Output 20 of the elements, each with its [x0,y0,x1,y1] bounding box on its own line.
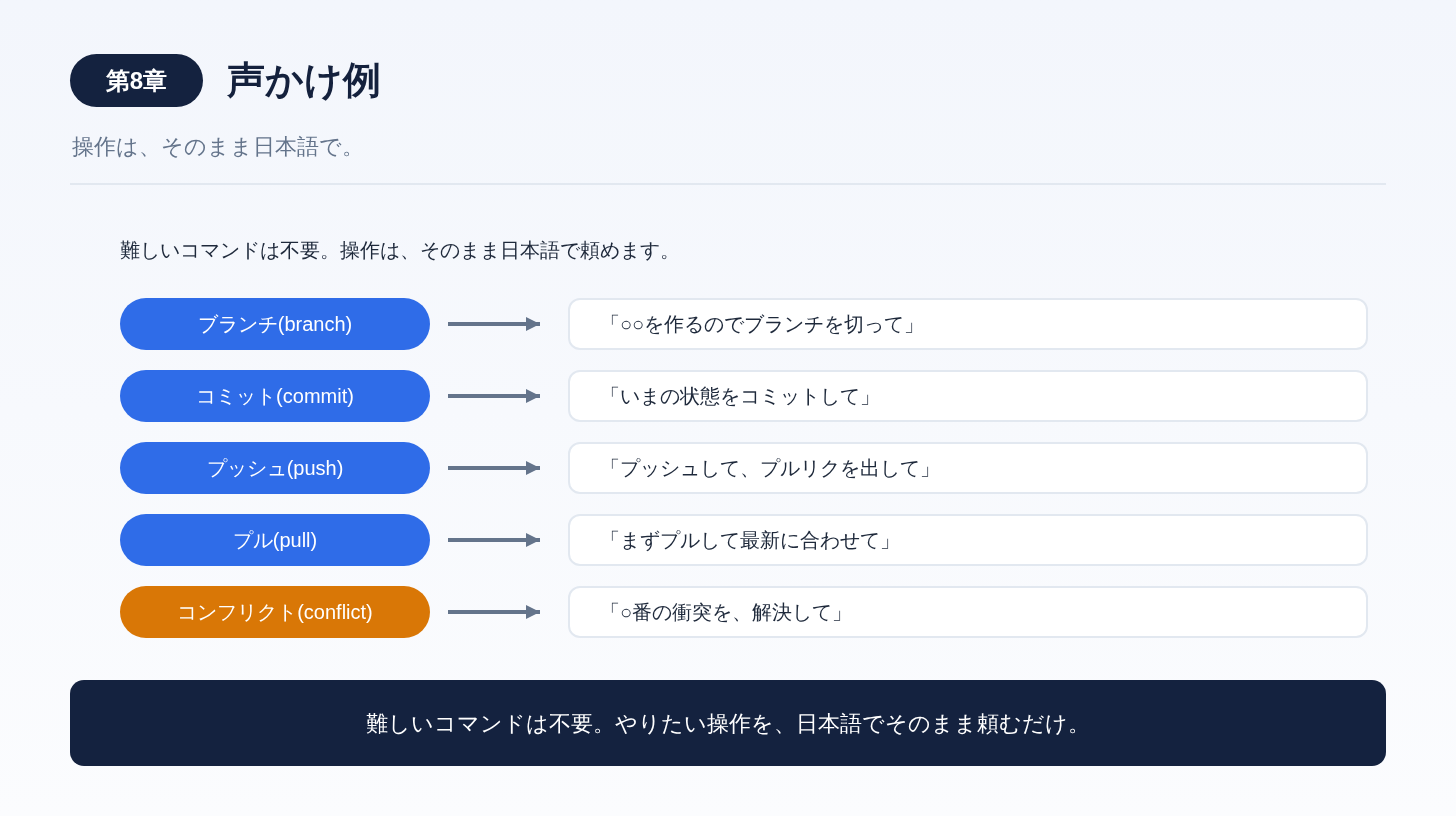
command-pill: プッシュ(push) [120,442,430,494]
arrow [448,461,540,475]
command-pill: コンフリクト(conflict) [120,586,430,638]
phrase-box: 「まずプルして最新に合わせて」 [568,514,1368,566]
arrow [448,605,540,619]
command-pill: コミット(commit) [120,370,430,422]
phrase-box: 「プッシュして、プルリクを出して」 [568,442,1368,494]
phrase-box: 「○番の衝突を、解決して」 [568,586,1368,638]
command-pill: ブランチ(branch) [120,298,430,350]
arrow [448,317,540,331]
phrase-box: 「いまの状態をコミットして」 [568,370,1368,422]
arrow [448,389,540,403]
chapter-badge: 第8章 [70,54,203,107]
command-pill: プル(pull) [120,514,430,566]
intro-text: 難しいコマンドは不要。操作は、そのまま日本語で頼めます。 [120,238,680,263]
summary-banner: 難しいコマンドは不要。やりたい操作を、日本語でそのまま頼むだけ。 [70,680,1386,766]
subtitle: 操作は、そのまま日本語で。 [72,133,364,161]
phrase-box: 「○○を作るのでブランチを切って」 [568,298,1368,350]
arrow [448,533,540,547]
page-title: 声かけ例 [227,58,381,103]
